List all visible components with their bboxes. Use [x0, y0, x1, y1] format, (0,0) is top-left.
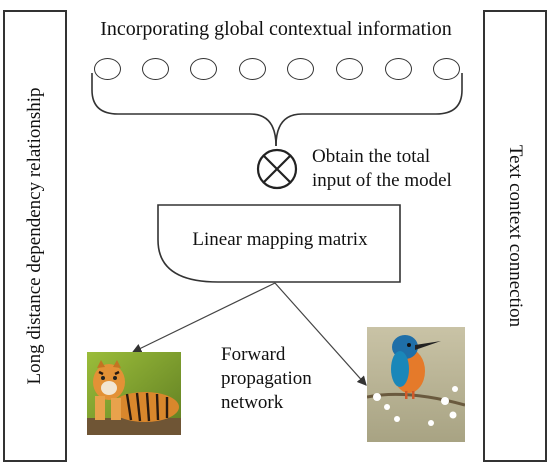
linear-mapping-shape	[157, 204, 401, 283]
input-node	[142, 58, 169, 80]
total-input-label: Obtain the total input of the model	[312, 146, 452, 191]
input-node	[94, 58, 121, 80]
tiger-photo	[87, 352, 181, 435]
long-distance-dependency-panel: Long distance dependency relationship	[3, 10, 67, 462]
kingfisher-bird-photo	[367, 327, 465, 442]
aggregation-brace	[91, 73, 277, 147]
input-node	[433, 58, 460, 80]
input-node	[287, 58, 314, 80]
input-node	[385, 58, 412, 80]
aggregation-brace-right	[275, 73, 463, 147]
multiply-combine-icon	[256, 148, 298, 190]
linear-mapping-label: Linear mapping matrix	[192, 229, 368, 250]
forward-propagation-label: Forward propagation network	[221, 344, 312, 413]
input-node	[190, 58, 217, 80]
global-context-title: Incorporating global contextual informat…	[100, 18, 452, 40]
arrow-to-right-image	[274, 282, 367, 386]
text-context-connection-panel: Text context connection	[483, 10, 547, 462]
input-node	[239, 58, 266, 80]
input-node	[336, 58, 363, 80]
arrow-to-left-image	[131, 282, 276, 353]
